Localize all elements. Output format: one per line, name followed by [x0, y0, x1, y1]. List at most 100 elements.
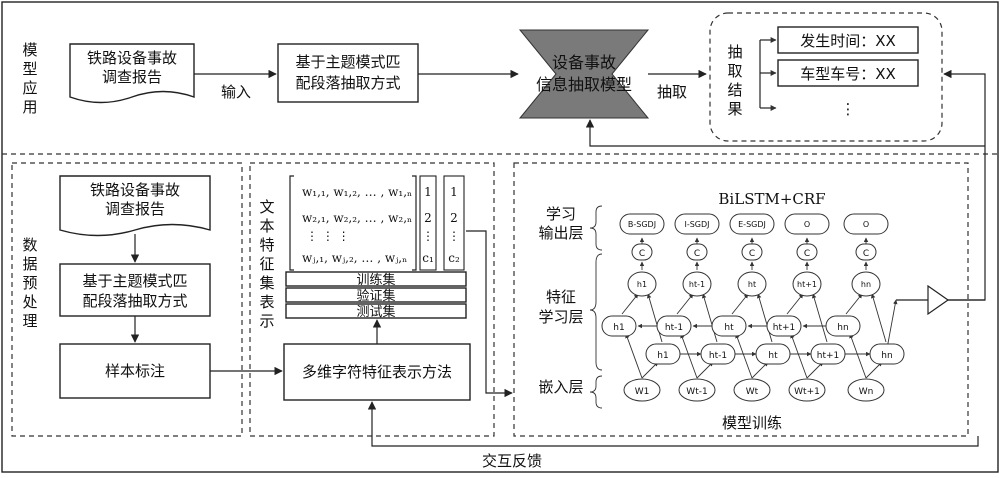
tag-label: O	[804, 220, 810, 229]
backward-lstm-label: ht-1	[665, 323, 683, 333]
result-item-label: 车型车号：XX	[800, 65, 896, 83]
matrix-row: w₁,₁, w₁,₂, … , w₁,ₙ	[302, 185, 412, 199]
result-item-time	[777, 26, 919, 54]
backward-lstm-node	[711, 315, 747, 337]
hidden-node-label: ht-1	[689, 280, 705, 289]
feature-layer-label: 学习层	[538, 308, 583, 326]
app-report-document	[69, 43, 195, 104]
forward-lstm-label: ht-1	[709, 351, 727, 361]
sample-annotation-label: 样本标注	[105, 362, 165, 380]
app-extract-method-box	[277, 43, 419, 103]
model-application-label: 模 型 应 用	[22, 41, 37, 116]
feature-label-char: 示	[259, 312, 274, 330]
training-caption: 模型训练	[722, 414, 782, 432]
embedding-node-label: Wt	[746, 387, 759, 397]
crf-node-label: C	[863, 249, 869, 259]
app-extract-method-line: 配段落抽取方式	[295, 74, 400, 92]
result-item-vehicle	[777, 59, 919, 87]
forward-lstm-node	[810, 343, 846, 365]
crf-node-label: C	[639, 249, 645, 259]
app-label-char: 应	[22, 79, 37, 97]
test-set-label: 测试集	[356, 304, 395, 320]
result-title-char: 果	[727, 100, 742, 118]
feature-method-box	[283, 343, 471, 401]
embed-to-forward-edge	[806, 361, 824, 379]
result-item-label: 发生时间：XX	[800, 32, 896, 50]
validation-set-box	[285, 287, 467, 303]
model-label-line: 信息抽取模型	[536, 75, 632, 94]
feedback-arrow	[367, 401, 979, 447]
forward-to-hidden-edge	[646, 293, 663, 343]
sample-annotation-box	[59, 343, 211, 399]
backward-lstm-node	[601, 315, 637, 337]
embedding-node-label: Wn	[859, 387, 874, 397]
app-extract-method-line: 基于主题模式匹	[295, 53, 400, 71]
feature-to-training-arrow	[466, 230, 513, 398]
embed-to-backward-edge	[790, 333, 808, 379]
feedback-label: 交互反馈	[482, 452, 542, 470]
feature-label-char: 文	[259, 198, 274, 216]
forward-to-hidden-edge	[870, 293, 887, 343]
matrix-bracket-right	[412, 175, 417, 271]
app-label-char: 型	[22, 60, 37, 78]
forward-to-hidden-edge	[811, 293, 828, 343]
preprocess-method-line: 基于主题模式匹	[82, 272, 187, 290]
feature-label-char: 本	[259, 217, 274, 235]
backward-to-hidden-edge	[676, 293, 694, 315]
hidden-node-label: h1	[637, 280, 647, 289]
label-column-2	[443, 175, 465, 271]
embedding-node-label: Wt+1	[794, 387, 820, 397]
label-column-cell: 1	[450, 185, 458, 199]
training-set-box	[285, 271, 467, 287]
training-set-label: 训练集	[356, 272, 395, 288]
backward-lstm-node	[656, 315, 692, 337]
input-label: 输入	[221, 83, 251, 101]
forward-lstm-label: hn	[881, 351, 892, 361]
label-column-1	[419, 175, 437, 271]
training-title: BiLSTM+CRF	[718, 190, 825, 208]
embed-to-forward-edge	[641, 361, 659, 379]
backward-lstm-label: hn	[837, 323, 848, 333]
preprocess-report-line: 铁路设备事故	[90, 181, 180, 199]
forward-to-hidden-edge	[701, 293, 718, 343]
tag-label: O	[863, 220, 869, 229]
preprocess-label-char: 处	[22, 293, 37, 311]
app-report-line: 铁路设备事故	[87, 49, 177, 67]
crf-node	[741, 243, 763, 261]
bilstm-network: Ch1h1h1W1Cht-1ht-1ht-1Wt-1ChththtWtCht+1…	[601, 237, 905, 402]
output-layer-brace	[589, 205, 603, 251]
embed-to-forward-edge	[751, 361, 769, 379]
label-column-cell: 2	[424, 211, 432, 225]
crf-node	[855, 243, 877, 261]
backward-to-hidden-edge	[786, 293, 804, 315]
preprocess-label-char: 理	[22, 312, 37, 330]
result-panel	[709, 12, 943, 142]
hidden-node	[792, 271, 822, 297]
validation-set-label: 验证集	[356, 288, 395, 304]
extract-label: 抽取	[657, 83, 687, 101]
crf-node	[796, 243, 818, 261]
preprocess-label: 数 据 预 处 理	[22, 236, 37, 330]
tag-box	[784, 213, 830, 235]
label-column-cell: 2	[450, 211, 458, 225]
extraction-model-shape	[518, 29, 650, 119]
backward-to-hidden-edge	[845, 293, 863, 315]
crf-node	[631, 243, 653, 261]
embed-to-backward-edge	[849, 333, 867, 379]
label-column-cell: c₁	[422, 251, 434, 265]
test-set-box	[285, 303, 467, 319]
crf-node-label: C	[804, 249, 810, 259]
backward-to-hidden-edge	[731, 293, 749, 315]
feature-label-char: 特	[259, 236, 274, 254]
forward-to-hidden-edge	[756, 293, 773, 343]
embedding-node-label: Wt-1	[686, 387, 707, 397]
result-item-ellipsis: ⋮	[841, 100, 856, 118]
forward-lstm-label: ht	[768, 351, 778, 361]
preprocess-method-line: 配段落抽取方式	[82, 292, 187, 310]
app-label-char: 用	[22, 98, 37, 116]
output-layer-label: 学习	[546, 205, 576, 223]
hidden-node-label: ht	[748, 280, 756, 289]
hidden-node-label: hn	[861, 280, 871, 289]
